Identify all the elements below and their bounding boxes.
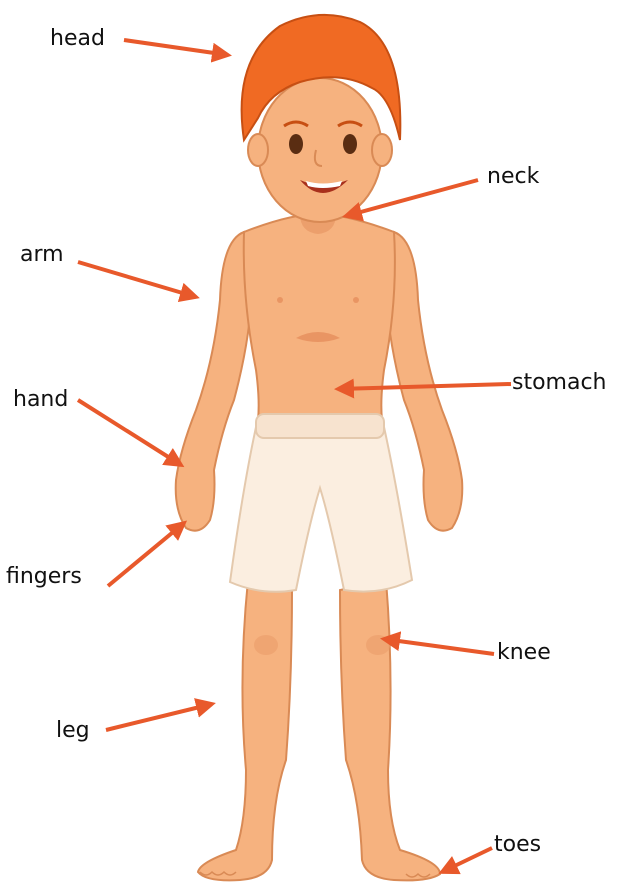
label-hand: hand (13, 389, 68, 411)
label-toes: toes (494, 834, 541, 856)
arrow-fingers (108, 523, 184, 586)
shorts (230, 414, 412, 592)
label-neck: neck (487, 166, 539, 188)
label-knee: knee (497, 642, 551, 664)
arrow-knee (384, 639, 494, 654)
label-leg: leg (56, 720, 90, 742)
arrow-leg (106, 704, 212, 730)
label-fingers: fingers (6, 566, 82, 588)
head-drawing (242, 15, 401, 222)
label-stomach: stomach (512, 372, 607, 394)
arrow-head (124, 40, 228, 55)
arrow-toes (442, 848, 492, 872)
legs (198, 580, 440, 880)
arrow-arm (78, 262, 196, 297)
label-head: head (50, 28, 105, 50)
arrow-hand (78, 400, 181, 465)
label-arm: arm (20, 244, 64, 266)
